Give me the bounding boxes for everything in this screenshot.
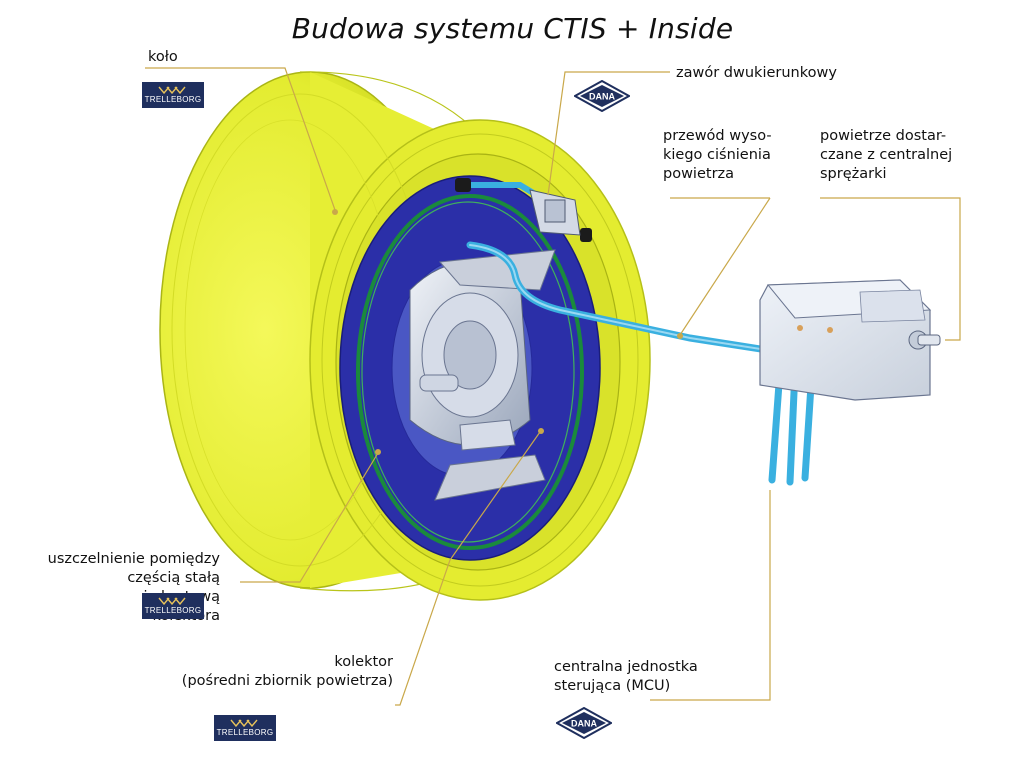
- label-mcu: centralna jednostka sterująca (MCU): [554, 659, 698, 694]
- label-collector: kolektor (pośredni zbiornik powietrza): [181, 654, 393, 689]
- trelleborg-logo: TRELLEBORG: [142, 82, 204, 108]
- label-two-way-valve: zawór dwukierunkowy: [676, 65, 837, 81]
- dana-logo: DANA: [556, 707, 612, 739]
- trelleborg-logo: TRELLEBORG: [142, 593, 204, 619]
- seal-ring: [356, 194, 584, 550]
- leader-lines: [145, 67, 961, 706]
- label-high-pressure-line: przewód wyso- kiego ciśnienia powietrza: [663, 128, 772, 182]
- label-compressor-air: powietrze dostar- czane z centralnej spr…: [820, 128, 953, 182]
- diagram-title: Budowa systemu CTIS + Inside: [291, 12, 734, 45]
- trelleborg-mark-icon: [230, 719, 258, 727]
- dana-logo-text: DANA: [589, 92, 615, 102]
- trelleborg-mark-icon: [158, 597, 186, 605]
- two-way-valve: [529, 189, 581, 236]
- mcu-box: [759, 279, 941, 401]
- trelleborg-mark-icon: [158, 86, 186, 94]
- hub-mechanism: [409, 249, 556, 501]
- dana-logo: DANA: [574, 80, 630, 112]
- trelleborg-logo: TRELLEBORG: [214, 715, 276, 741]
- dana-logo-text: DANA: [571, 719, 597, 729]
- label-wheel: koło: [148, 49, 178, 65]
